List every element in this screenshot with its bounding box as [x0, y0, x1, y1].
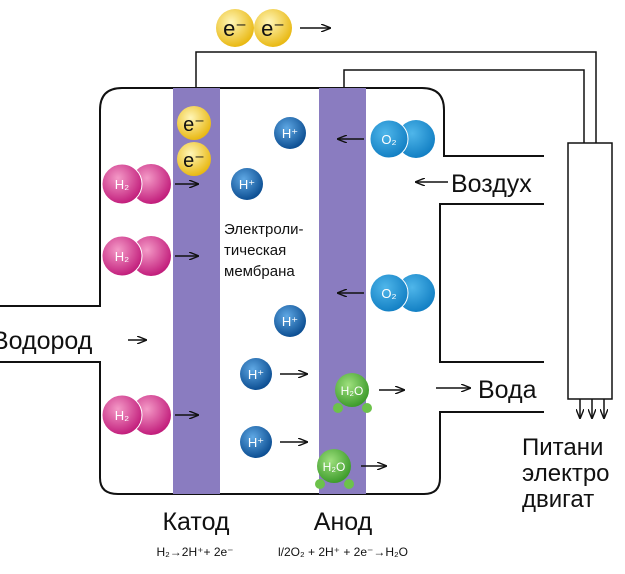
svg-text:e⁻: e⁻: [261, 16, 285, 41]
svg-text:H₂: H₂: [115, 249, 129, 264]
svg-text:O₂: O₂: [381, 132, 396, 147]
svg-text:H₂: H₂: [115, 408, 129, 423]
fuel-cell-housing: [0, 87, 544, 495]
h2-molecule: H₂: [101, 235, 198, 277]
air-inlet-label: Воздух: [451, 170, 532, 198]
svg-text:двигат: двигат: [522, 486, 594, 513]
proton-ion: H⁺: [231, 168, 263, 200]
svg-text:e⁻: e⁻: [183, 114, 205, 136]
h2-molecule: H₂: [101, 163, 198, 205]
anode-label: Анод: [314, 508, 373, 536]
svg-text:H₂O: H₂O: [341, 384, 364, 398]
cathode-label: Катод: [162, 508, 229, 536]
membrane-label: Электроли- тическая мембрана: [224, 221, 303, 280]
svg-text:O₂: O₂: [381, 286, 396, 301]
svg-text:Электроли-: Электроли-: [224, 221, 303, 238]
svg-text:H₂: H₂: [115, 177, 129, 192]
anode-electrode: [319, 88, 366, 494]
svg-text:H⁺: H⁺: [282, 126, 298, 141]
hydrogen-inlet-label: Водород: [0, 327, 93, 355]
water-outlet-label: Вода: [478, 376, 537, 404]
load-label: Питани электро двигат: [522, 434, 610, 513]
svg-text:H⁺: H⁺: [282, 314, 298, 329]
svg-text:электро: электро: [522, 460, 610, 487]
proton-ion: H⁺: [240, 358, 307, 390]
h2o-molecule: H₂O: [315, 449, 386, 489]
proton-ion: H⁺: [274, 305, 306, 337]
h2-molecule: H₂: [101, 394, 198, 436]
svg-text:e⁻: e⁻: [183, 150, 205, 172]
svg-text:H⁺: H⁺: [239, 177, 255, 192]
cathode-reaction: H₂→2H⁺+ 2e⁻: [156, 545, 233, 559]
h2o-molecule: H₂O: [333, 373, 404, 413]
svg-text:H⁺: H⁺: [248, 435, 264, 450]
o2-molecule: O₂: [338, 119, 435, 159]
svg-text:H⁺: H⁺: [248, 367, 264, 382]
proton-ion: H⁺: [274, 117, 306, 149]
svg-text:H₂O: H₂O: [323, 460, 346, 474]
svg-text:тическая: тическая: [224, 242, 286, 259]
svg-text:e⁻: e⁻: [223, 16, 247, 41]
electron-pair-cell: e⁻ e⁻: [177, 106, 211, 176]
electric-motor-load: [567, 142, 613, 400]
svg-text:Питани: Питани: [522, 434, 603, 461]
svg-text:мембрана: мембрана: [224, 263, 295, 280]
o2-molecule: O₂: [338, 273, 435, 313]
electron-pair-top: e⁻ e⁻: [216, 9, 330, 47]
proton-ion: H⁺: [240, 426, 307, 458]
anode-reaction: l/2O₂ + 2H⁺ + 2e⁻→H₂O: [278, 545, 408, 559]
